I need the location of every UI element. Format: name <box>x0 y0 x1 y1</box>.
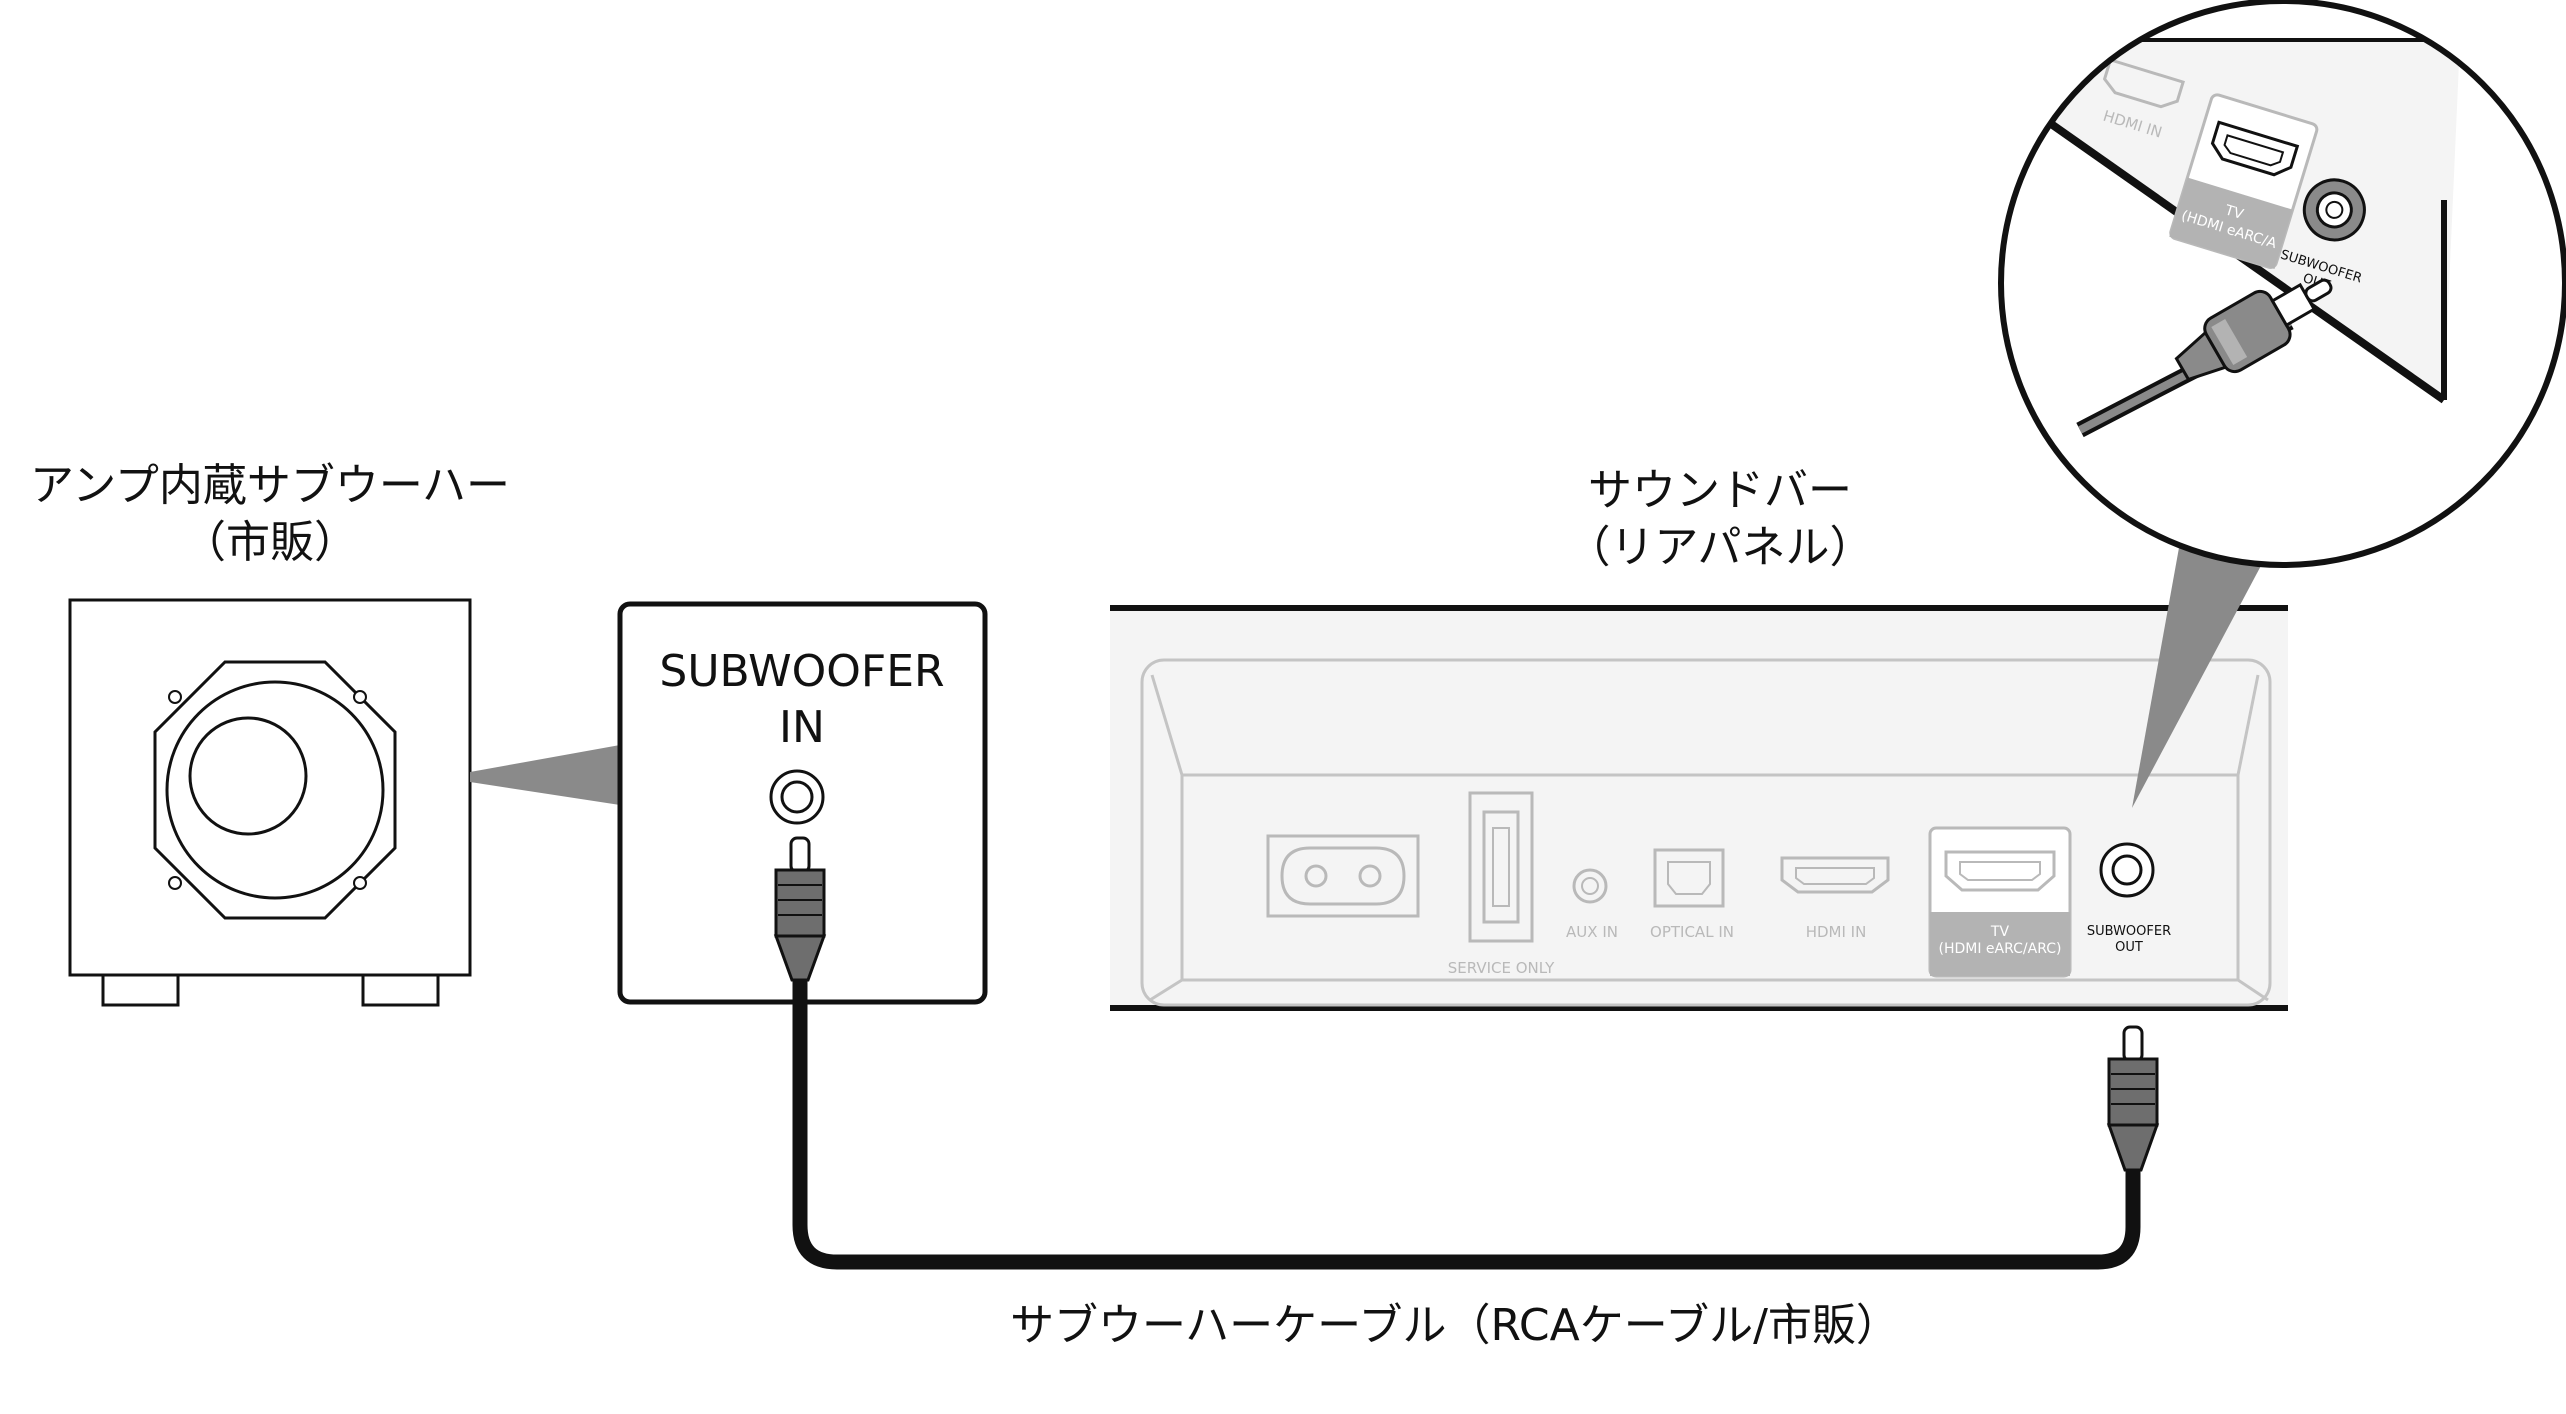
tv-hdmi-earc-port: TV (HDMI eARC/ARC) <box>1928 826 2072 978</box>
soundbar-title-line1: サウンドバー <box>1588 465 1852 516</box>
service-usb-port-icon <box>1468 791 1534 943</box>
aux-in-label: AUX IN <box>1566 923 1618 941</box>
hdmi-in-port-icon <box>1780 856 1890 894</box>
zoom-tv-hdmi-port-icon <box>2210 120 2300 177</box>
subwoofer-title: アンプ内蔵サブウーハー （市販） <box>30 460 510 568</box>
zoom-callout-beam <box>2132 520 2272 808</box>
zoom-subwoofer-out-jack-icon <box>2302 178 2366 242</box>
subwoofer-foot-left <box>101 973 180 1007</box>
zoom-detail-view: HDMI IN TV (HDMI eARC/A SUBWOOFER <box>1998 0 2566 568</box>
ac-inlet-icon <box>1266 834 1420 918</box>
soundbar-recess-outline <box>1150 674 2260 777</box>
zoom-circle-frame <box>1998 0 2566 568</box>
tv-port-label-line2: (HDMI eARC/ARC) <box>1939 941 2062 957</box>
optical-in-port-icon <box>1653 848 1725 908</box>
subwoofer-in-jack-icon <box>769 769 825 825</box>
soundbar-title-line2: （リアパネル） <box>1566 522 1873 573</box>
soundbar-inner-frame <box>1140 658 2272 1007</box>
zoom-rca-plug-icon <box>2076 278 2333 438</box>
subwoofer-out-label-line2: OUT <box>2115 940 2143 955</box>
subwoofer-callout-beam <box>470 745 620 805</box>
optical-in-label: OPTICAL IN <box>1650 923 1734 941</box>
rca-plug-soundbar-end-icon <box>2106 1025 2160 1172</box>
soundbar-rear-panel: SERVICE ONLY AUX IN OPTICAL IN HDMI IN T… <box>1110 605 2288 1011</box>
subwoofer-speaker-cone-icon <box>153 660 397 920</box>
cable-label: サブウーハーケーブル（RCAケーブル/市販） <box>1010 1300 1900 1351</box>
subwoofer-unit <box>68 598 472 1007</box>
hdmi-in-label: HDMI IN <box>1806 923 1867 941</box>
subwoofer-foot-right <box>361 973 440 1007</box>
subwoofer-out-jack-icon <box>2099 842 2155 898</box>
subwoofer-cable <box>792 965 2141 1270</box>
subwoofer-out-label-line1: SUBWOOFER <box>2087 924 2171 939</box>
soundbar-body <box>1110 608 2288 1008</box>
zoom-tv-port: TV (HDMI eARC/A <box>2169 93 2319 269</box>
subwoofer-title-line2: （市販） <box>182 517 358 568</box>
rca-plug-subwoofer-end-icon <box>773 836 827 982</box>
tv-hdmi-port-icon <box>1944 850 2056 892</box>
aux-in-jack-icon <box>1572 868 1608 904</box>
soundbar-title: サウンドバー （リアパネル） <box>1566 465 1873 573</box>
tv-port-label-line1: TV <box>1990 924 2010 940</box>
subwoofer-title-line1: アンプ内蔵サブウーハー <box>30 460 510 511</box>
service-only-label: SERVICE ONLY <box>1448 959 1555 977</box>
zoom-tv-label-line1: TV <box>2222 202 2245 223</box>
subwoofer-input-label-line2: IN <box>779 702 825 753</box>
subwoofer-input-label-line1: SUBWOOFER <box>659 646 944 697</box>
zoom-hdmi-in-port-icon <box>2102 58 2185 109</box>
